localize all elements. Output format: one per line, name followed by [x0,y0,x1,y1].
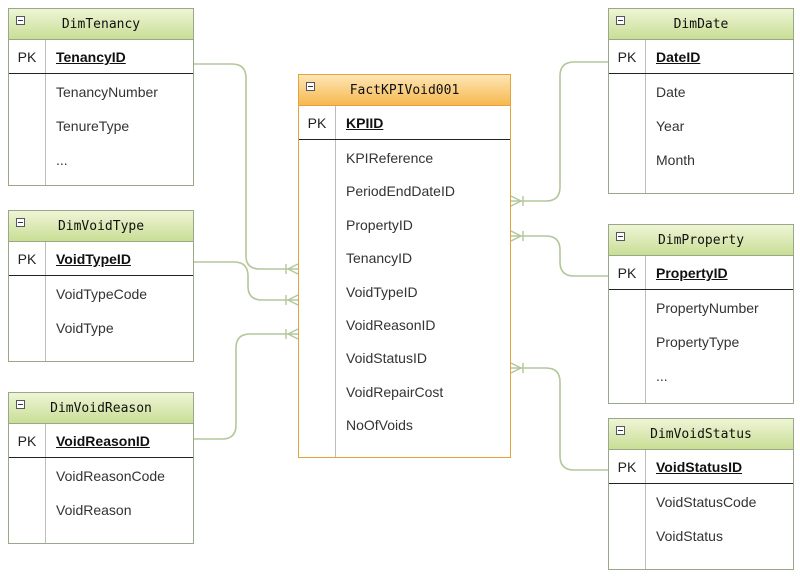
table-field: Year [656,118,685,134]
table-field: ... [656,368,668,384]
table-field: VoidReason [56,502,132,518]
pk-label: PK [299,106,336,139]
collapse-icon[interactable] [306,82,315,91]
table-field: TenancyID [346,250,413,267]
table-title: DimDate [673,17,729,32]
collapse-icon[interactable] [616,232,625,241]
table-header[interactable]: DimProperty [609,225,793,256]
crows-foot-icon [285,328,299,340]
relationship-line [511,61,608,202]
primary-key-row: PK DateID [609,40,793,74]
relationship-line [194,261,298,301]
pk-label: PK [9,424,46,457]
primary-key-field: VoidTypeID [56,251,131,267]
collapse-icon[interactable] [616,426,625,435]
primary-key-row: PK KPIID [299,106,510,140]
table-field: PropertyID [346,216,413,233]
table-title: DimVoidType [57,219,145,234]
table-field: VoidTypeID [346,283,418,300]
table-dim-void-status[interactable]: DimVoidStatus PK VoidStatusID VoidStatusC… [608,418,794,570]
table-header[interactable]: DimVoidReason [9,393,193,424]
crows-foot-icon [510,195,524,207]
table-field: Month [656,152,695,168]
table-header[interactable]: DimDate [609,9,793,40]
crows-foot-icon [285,294,299,306]
primary-key-field: DateID [656,49,701,65]
table-title: DimProperty [657,233,745,248]
primary-key-row: PK TenancyID [9,40,193,74]
primary-key-field: VoidReasonID [56,433,150,449]
table-header[interactable]: DimVoidStatus [609,419,793,450]
table-field: VoidTypeCode [56,286,148,302]
primary-key-field: TenancyID [56,49,126,65]
table-field: TenureType [56,118,130,134]
pk-label: PK [609,450,646,483]
relationship-line [194,63,298,270]
table-field: VoidType [56,320,114,336]
crows-foot-icon [510,230,524,242]
table-field: VoidRepairCost [346,383,444,400]
primary-key-row: PK VoidTypeID [9,242,193,276]
primary-key-field: PropertyID [656,265,728,281]
collapse-icon[interactable] [16,16,25,25]
table-header[interactable]: FactKPIVoid001 [299,75,510,106]
primary-key-row: PK VoidReasonID [9,424,193,458]
table-title: DimVoidStatus [650,427,752,442]
pk-label: PK [609,256,646,289]
table-header[interactable]: DimTenancy [9,9,193,40]
primary-key-row: PK PropertyID [609,256,793,290]
table-field: VoidStatusID [346,350,427,367]
relationship-line [511,235,608,277]
table-header[interactable]: DimVoidType [9,211,193,242]
pk-label: PK [9,40,46,73]
primary-key-row: PK VoidStatusID [609,450,793,484]
table-field: VoidReasonCode [56,468,165,484]
table-field: VoidStatus [656,528,723,544]
table-title: DimVoidReason [50,401,152,416]
table-field: ... [56,152,68,168]
table-field: PropertyType [656,334,740,350]
pk-label: PK [9,242,46,275]
collapse-icon[interactable] [616,16,625,25]
primary-key-field: KPIID [346,115,384,131]
table-title: FactKPIVoid001 [349,83,460,98]
table-field: TenancyNumber [56,84,158,100]
crows-foot-icon [285,263,299,275]
collapse-icon[interactable] [16,218,25,227]
primary-key-field: VoidStatusID [656,459,743,475]
table-field: Date [656,84,686,100]
table-field: NoOfVoids [346,417,413,434]
table-dim-void-reason[interactable]: DimVoidReason PK VoidReasonID VoidReasonC… [8,392,194,544]
relationship-line [194,333,298,440]
table-field: PropertyNumber [656,300,759,316]
crows-foot-icon [510,362,524,374]
collapse-icon[interactable] [16,400,25,409]
table-field: PeriodEndDateID [346,183,455,200]
table-field: VoidReasonID [346,316,436,333]
relationship-line [511,367,608,471]
table-field: VoidStatusCode [656,494,757,510]
table-title: DimTenancy [61,17,141,32]
pk-label: PK [609,40,646,73]
table-field: KPIReference [346,150,434,166]
